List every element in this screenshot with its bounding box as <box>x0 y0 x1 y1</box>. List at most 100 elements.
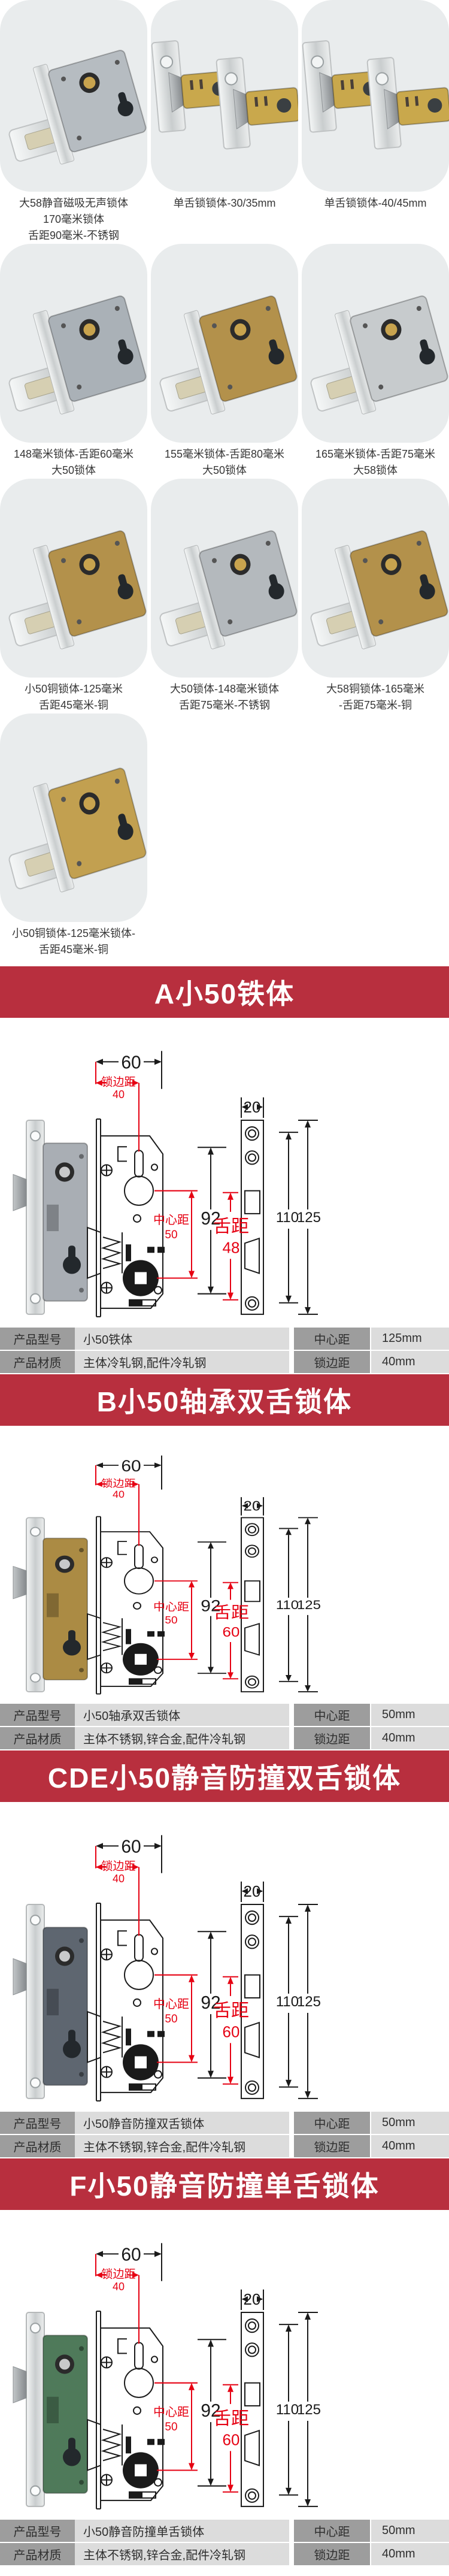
dim-center-value: 50 <box>165 2013 177 2025</box>
spec-gap <box>289 2112 293 2134</box>
spec-label-edge: 锁边距 <box>294 2135 370 2157</box>
spec-row: 产品型号 小50静音防撞双舌锁体 中心距 50mm <box>0 2112 449 2134</box>
spec-row: 产品材质 主体不锈钢,锌合金,配件冷轧钢 锁边距 40mm <box>0 2135 449 2157</box>
product-photo-card: 小50铜锁体-125毫米 舌距45毫米-铜 <box>0 479 147 713</box>
spec-value-center: 125mm <box>371 1328 449 1350</box>
product-photo-card: 单舌锁锁体-40/45mm <box>302 0 449 244</box>
photo-caption-line: 148毫米锁体-舌距60毫米 <box>13 448 134 460</box>
photo-caption: 165毫米锁体-舌距75毫米 大58锁体 <box>302 443 449 479</box>
section-banner-a-title: A小50铁体 <box>154 978 295 1009</box>
section-banner-f-title: F小50静音防撞单舌锁体 <box>69 2170 380 2202</box>
spec-table-b: 产品型号 小50轴承双舌锁体 中心距 50mm 产品材质 主体不锈钢,锌合金,配… <box>0 1703 449 1749</box>
dim-edge-label: 锁边距 <box>102 1076 136 1089</box>
photo-caption-line: 小50铜锁体-125毫米锁体- <box>11 927 136 939</box>
photo-caption: 155毫米锁体-舌距80毫米 大50锁体 <box>151 443 298 479</box>
spec-table-a: 产品型号 小50铁体 中心距 125mm 产品材质 主体冷轧钢,配件冷轧钢 锁边… <box>0 1326 449 1373</box>
dim-plate-width: 20 <box>244 1098 261 1116</box>
spec-table-f: 产品型号 小50静音防撞单舌锁体 中心距 50mm 产品材质 主体不锈钢,锌合金… <box>0 2518 449 2565</box>
spec-value-material: 主体不锈钢,锌合金,配件冷轧钢 <box>75 2135 289 2157</box>
spec-gap <box>289 2135 293 2157</box>
spec-value-model: 小50轴承双舌锁体 <box>75 1704 289 1726</box>
spec-value-edge: 40mm <box>371 1351 449 1373</box>
dim-plate-h1: 110 <box>276 2402 299 2418</box>
diagram-f-photo <box>12 2311 89 2507</box>
dim-center-value: 50 <box>165 1229 177 1241</box>
lock-photo-illustration <box>158 287 298 415</box>
dim-center-value: 50 <box>165 1614 177 1626</box>
section-banner-cde: CDE小50静音防撞双舌锁体 <box>0 1750 449 1802</box>
spec-label-center: 中心距 <box>294 2520 370 2542</box>
spec-value-center: 50mm <box>371 2112 449 2134</box>
photo-caption: 单舌锁锁体-30/35mm <box>151 192 298 211</box>
diagram-section-a: 60 20 92 110 125 锁边距 40 中心距 50 舌距 48 <box>0 1018 449 1326</box>
dim-plate-width: 20 <box>244 1882 261 1900</box>
spec-label-model: 产品型号 <box>0 2112 75 2134</box>
spec-label-material: 产品材质 <box>0 2543 75 2565</box>
photo-caption: 小50铜锁体-125毫米 舌距45毫米-铜 <box>0 678 147 713</box>
photo-caption: 小50铜锁体-125毫米锁体- 舌距45毫米-铜 <box>0 922 147 958</box>
spec-value-material: 主体不锈钢,锌合金,配件冷轧钢 <box>75 1727 289 1749</box>
product-photo <box>0 244 147 443</box>
spec-label-center: 中心距 <box>294 2112 370 2134</box>
dim-top-width: 60 <box>121 1837 141 1857</box>
dim-body-height: 92 <box>201 1993 220 2013</box>
diagram-section-cde: 60 20 92 110 125 锁边距 40 中心距 50 舌距 60 <box>0 1802 449 2111</box>
dim-edge-label: 锁边距 <box>102 1478 136 1489</box>
diagram-a: 60 20 92 110 125 锁边距 40 中心距 50 舌距 48 <box>12 1050 321 1317</box>
spec-value-center: 50mm <box>371 1704 449 1726</box>
product-photo-card: 单舌锁锁体-30/35mm <box>151 0 298 244</box>
product-photo-card: 148毫米锁体-舌距60毫米 大50锁体 <box>0 244 147 479</box>
spec-value-model: 小50静音防撞双舌锁体 <box>75 2112 289 2134</box>
dim-plate-h2: 125 <box>297 1597 321 1612</box>
section-banner-cde-title: CDE小50静音防撞双舌锁体 <box>47 1762 402 1794</box>
spec-value-edge: 40mm <box>371 2543 449 2565</box>
photo-caption-line: 165毫米锁体-舌距75毫米 <box>315 448 436 460</box>
diagram-a-photo <box>12 1119 89 1315</box>
lock-photo-illustration <box>158 522 298 650</box>
product-photo-card: 大58铜锁体-165毫米 -舌距75毫米-铜 <box>302 479 449 713</box>
product-photo <box>151 0 298 192</box>
product-photo-gallery: 大58静音磁吸无声锁体 170毫米锁体 舌距90毫米-不锈钢 单舌锁锁体-30/… <box>0 0 449 958</box>
photo-caption-line: 舌距45毫米-铜 <box>38 699 108 711</box>
dim-top-width: 60 <box>121 2245 141 2264</box>
photo-caption-line: 大50锁体 <box>51 464 96 476</box>
spec-row: 产品材质 主体不锈钢,锌合金,配件冷轧钢 锁边距 40mm <box>0 1727 449 1749</box>
gallery-row-2: 148毫米锁体-舌距60毫米 大50锁体 155毫米锁体-舌距80毫米 大50锁… <box>0 244 449 479</box>
diagram-section-b: 60 20 92 110 125 锁边距 40 中心距 50 舌距 60 <box>0 1426 449 1703</box>
photo-caption: 单舌锁锁体-40/45mm <box>302 192 449 211</box>
photo-caption-line: 小50铜锁体-125毫米 <box>24 683 123 695</box>
product-photo <box>302 244 449 443</box>
dim-plate-h1: 110 <box>276 1597 299 1612</box>
spec-label-model: 产品型号 <box>0 1328 75 1350</box>
spec-row: 产品型号 小50静音防撞单舌锁体 中心距 50mm <box>0 2520 449 2542</box>
dim-edge-value: 40 <box>113 1873 125 1885</box>
spec-gap <box>289 1328 293 1350</box>
dim-edge-value: 40 <box>113 1489 125 1500</box>
dim-edge-value: 40 <box>113 1089 125 1100</box>
photo-caption: 大50锁体-148毫米锁体 舌距75毫米-不锈钢 <box>151 678 298 713</box>
photo-caption-line: 舌距90毫米-不锈钢 <box>28 229 119 241</box>
spec-value-center: 50mm <box>371 2520 449 2542</box>
spec-value-material: 主体冷轧钢,配件冷轧钢 <box>75 1351 289 1373</box>
spec-value-edge: 40mm <box>371 2135 449 2157</box>
product-photo <box>0 479 147 678</box>
spec-row: 产品材质 主体冷轧钢,配件冷轧钢 锁边距 40mm <box>0 1351 449 1373</box>
spec-gap <box>289 1704 293 1726</box>
photo-caption-line: -舌距75毫米-铜 <box>338 699 412 711</box>
product-photo-card: 155毫米锁体-舌距80毫米 大50锁体 <box>151 244 298 479</box>
lock-photo-illustration <box>309 287 449 415</box>
product-photo <box>0 713 147 922</box>
dim-plate-h1: 110 <box>276 1994 299 2010</box>
diagram-f: 60 20 92 110 125 锁边距 40 中心距 50 舌距 60 <box>12 2242 321 2510</box>
spec-table-cde: 产品型号 小50静音防撞双舌锁体 中心距 50mm 产品材质 主体不锈钢,锌合金… <box>0 2111 449 2157</box>
spec-gap <box>289 1351 293 1373</box>
lock-photo-illustration <box>309 522 449 650</box>
spec-value-material: 主体不锈钢,锌合金,配件冷轧钢 <box>75 2543 289 2565</box>
spec-label-material: 产品材质 <box>0 1727 75 1749</box>
dim-plate-h2: 125 <box>297 2402 321 2418</box>
product-photo-card: 小50铜锁体-125毫米锁体- 舌距45毫米-铜 <box>0 713 147 958</box>
lock-photo-illustration <box>7 41 147 165</box>
latch-photo-illustration <box>151 0 298 192</box>
section-banner-b-title: B小50轴承双舌锁体 <box>96 1386 353 1417</box>
